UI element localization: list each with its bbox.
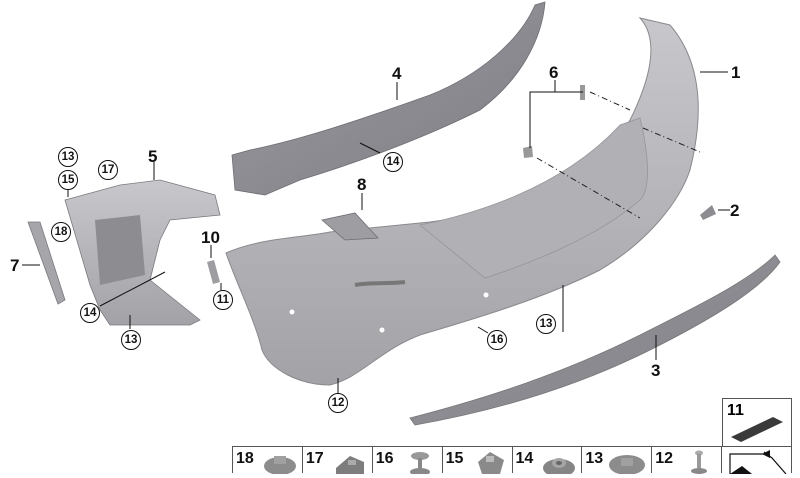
callout-1: 1 xyxy=(731,63,741,82)
callout-10: 10 xyxy=(201,228,220,247)
hardware-label: 12 xyxy=(655,450,674,467)
hardware-cell-12: 12 xyxy=(652,447,723,474)
circled-13-bottom: 13 xyxy=(121,330,141,350)
callout-4: 4 xyxy=(392,64,402,83)
callout-2: 2 xyxy=(730,201,740,220)
legend-box-11-label: 11 xyxy=(727,402,744,419)
callout-7: 7 xyxy=(10,256,20,275)
hardware-cell-18: 18 xyxy=(233,447,303,474)
clip-nut-icon xyxy=(335,456,364,474)
hardware-label: 13 xyxy=(585,450,604,467)
nut-washer-icon xyxy=(263,456,296,474)
hardware-cell-15: 15 xyxy=(443,447,513,474)
callout-3: 3 xyxy=(651,361,661,380)
reflector-strip xyxy=(27,221,66,305)
callout-8: 8 xyxy=(357,175,367,194)
sensor-bracket xyxy=(321,212,379,241)
circled-15: 15 xyxy=(58,170,78,190)
circled-17: 17 xyxy=(98,160,118,180)
legend-box-11: 11 xyxy=(722,398,792,447)
carrier xyxy=(231,1,546,196)
hardware-label: 14 xyxy=(515,450,534,467)
hardware-label: 16 xyxy=(375,450,394,467)
hardware-label: 15 xyxy=(445,450,464,467)
foam-pad-icon xyxy=(731,417,783,442)
hardware-label: 18 xyxy=(236,450,254,467)
bumper-recess xyxy=(419,117,648,279)
circled-14-left: 14 xyxy=(80,303,100,323)
circled-13-mid: 13 xyxy=(536,314,556,334)
arrow-marker-icon xyxy=(729,450,787,474)
hardware-cell-13: 13 xyxy=(582,447,653,474)
hardware-cell-16: 16 xyxy=(373,447,443,474)
hardware-label: 17 xyxy=(305,450,324,467)
circled-14-top: 14 xyxy=(383,152,403,172)
diffuser xyxy=(409,254,781,426)
hardware-cell-marker xyxy=(722,447,791,474)
hardware-strip: 18 17 16 15 14 13 12 xyxy=(232,446,792,474)
callout-5: 5 xyxy=(148,147,158,166)
bolt-icon xyxy=(691,450,708,474)
circled-18: 18 xyxy=(51,222,71,242)
circled-13-top: 13 xyxy=(58,147,78,167)
hex-washer-screw-icon xyxy=(609,455,646,474)
hardware-cell-14: 14 xyxy=(513,447,583,474)
circled-12: 12 xyxy=(328,393,348,413)
flange-nut-icon xyxy=(543,458,576,474)
spring-clip-icon xyxy=(477,452,504,474)
push-rivet-icon xyxy=(409,452,430,474)
hardware-cell-17: 17 xyxy=(303,447,373,474)
circled-16: 16 xyxy=(487,330,507,350)
callout-6: 6 xyxy=(549,63,559,82)
circled-11: 11 xyxy=(213,290,233,310)
